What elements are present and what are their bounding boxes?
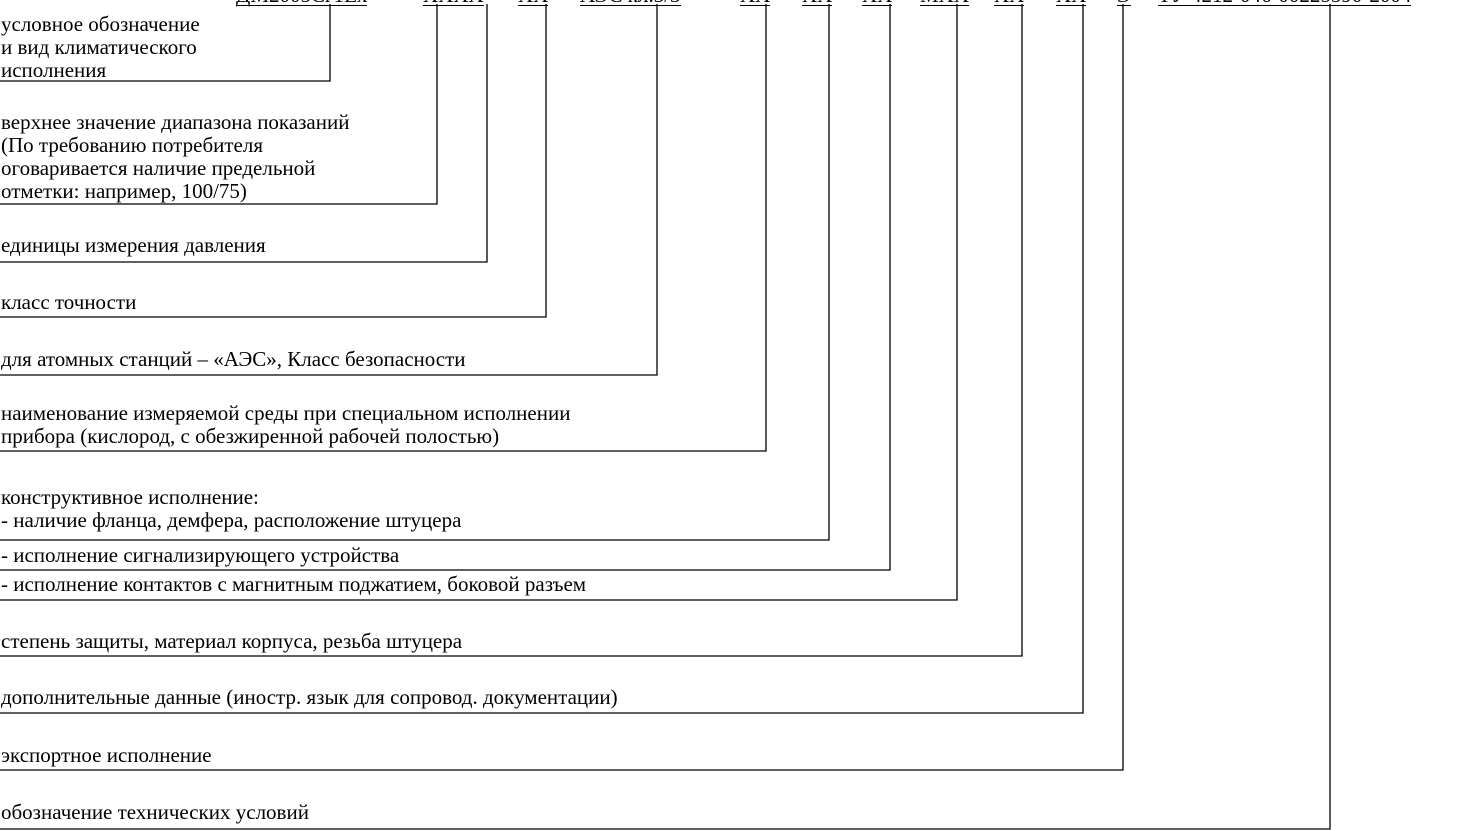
- description-line: класс точности: [1, 290, 137, 314]
- code-segment: ХХ: [1056, 0, 1087, 6]
- description-line: прибора (кислород, с обезжиренной рабоче…: [1, 424, 500, 448]
- description-line: обозначение технических условий: [1, 800, 309, 824]
- field-description: класс точности: [1, 291, 136, 314]
- description-line: конструктивное исполнение:: [1, 485, 259, 509]
- description-line: - исполнение сигнализирующего устройства: [1, 543, 400, 567]
- code-segment: АЭС кл.3/3: [580, 0, 681, 6]
- leader-line: [0, 4, 891, 571]
- field-description: для атомных станций – «АЭС», Класс безоп…: [1, 348, 466, 371]
- field-description: - исполнение контактов с магнитным поджа…: [1, 573, 586, 596]
- field-description: верхнее значение диапазона показаний(По …: [1, 111, 349, 203]
- code-segment: МХХ: [920, 0, 970, 6]
- code-segment: ДМ2005Сг1Ех: [236, 0, 368, 6]
- code-segment: ХХ: [740, 0, 771, 6]
- field-description: - исполнение сигнализирующего устройства: [1, 544, 399, 567]
- description-line: экспортное исполнение: [1, 743, 212, 767]
- description-line: - наличие фланца, демфера, расположение …: [1, 508, 462, 532]
- description-line: (По требованию потребителя: [1, 133, 263, 157]
- description-line: исполнения: [1, 58, 107, 82]
- leader-line: [0, 4, 488, 263]
- description-line: единицы измерения давления: [1, 233, 266, 257]
- leader-line: [0, 4, 438, 205]
- code-segment: ХХ: [802, 0, 833, 6]
- description-line: наименование измеряемой среды при специа…: [1, 401, 571, 425]
- description-line: - исполнение контактов с магнитным поджа…: [1, 572, 587, 596]
- field-description: экспортное исполнение: [1, 744, 212, 767]
- leader-line: [0, 4, 1331, 830]
- leader-line: [0, 4, 767, 452]
- leader-line: [0, 4, 958, 601]
- description-line: верхнее значение диапазона показаний: [1, 110, 350, 134]
- field-description: наименование измеряемой среды при специа…: [1, 402, 570, 448]
- field-description: единицы измерения давления: [1, 234, 266, 257]
- field-description: степень защиты, материал корпуса, резьба…: [1, 630, 462, 653]
- leader-line: [0, 4, 830, 541]
- code-segment: ХХ: [518, 0, 549, 6]
- leader-line: [0, 4, 1084, 714]
- code-segment: ХХХХ: [423, 0, 484, 6]
- code-segment: ХХ: [994, 0, 1025, 6]
- description-line: условное обозначение: [1, 12, 200, 36]
- description-line: дополнительные данные (иностр. язык для …: [1, 685, 618, 709]
- code-segment: Э: [1117, 0, 1131, 6]
- description-line: оговаривается наличие предельной: [1, 156, 316, 180]
- leader-line: [0, 4, 1023, 657]
- field-description: конструктивное исполнение:- наличие флан…: [1, 486, 461, 532]
- description-line: и вид климатического: [1, 35, 197, 59]
- leader-line: [0, 4, 331, 82]
- code-segment: ТУ 4212-046-00225590-2004: [1158, 0, 1412, 6]
- code-segment: ХХ: [862, 0, 893, 6]
- description-line: для атомных станций – «АЭС», Класс безоп…: [1, 347, 466, 371]
- leader-line: [0, 4, 547, 318]
- description-line: отметки: например, 100/75): [1, 179, 247, 203]
- field-description: дополнительные данные (иностр. язык для …: [1, 686, 618, 709]
- description-line: степень защиты, материал корпуса, резьба…: [1, 629, 463, 653]
- leader-line: [0, 4, 658, 376]
- field-description: обозначение технических условий: [1, 801, 309, 824]
- leader-line: [0, 4, 1124, 771]
